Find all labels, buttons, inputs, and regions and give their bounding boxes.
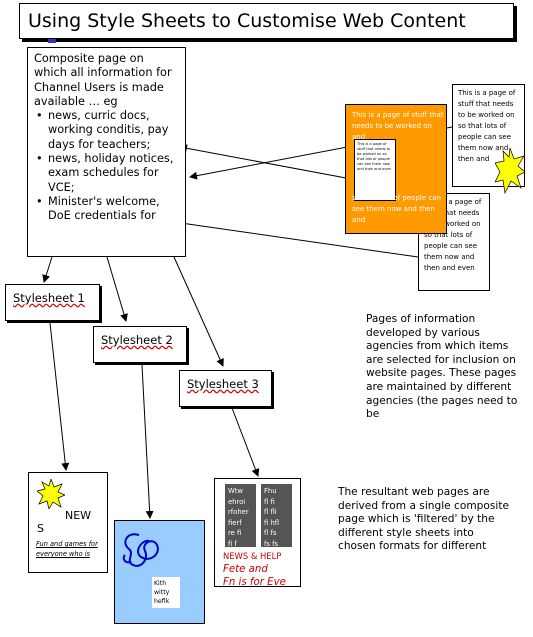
- orange-page-text-bottom: so that lots of people can see them now …: [352, 194, 441, 224]
- orange-page-text-top: This is a page of stuff that needs to be…: [352, 111, 444, 141]
- composite-list: news, curric docs, working conditis, pay…: [34, 109, 179, 223]
- composite-intro: Composite page on which all information …: [34, 52, 172, 108]
- news-heading-part1: NEW: [65, 509, 92, 522]
- column-line: fs fs: [264, 539, 279, 548]
- source-page-b-text: This is a page of stuff that needs to be…: [424, 198, 482, 272]
- dark-column-left: Wtw ehroi rfoher fierf re fi fi f: [225, 484, 256, 548]
- stylesheet-1-box: Stylesheet 1: [5, 284, 100, 321]
- sun-burst-icon: [37, 479, 65, 509]
- title-box: Using Style Sheets to Customise Web Cont…: [19, 3, 514, 39]
- arrow-composite-to-ss3: [173, 256, 224, 367]
- column-line: rfoher: [228, 508, 249, 516]
- column-line: fi hfl: [264, 518, 280, 527]
- fete-line-1: Fete and: [223, 564, 268, 575]
- arrow-ss3-to-out3: [231, 407, 260, 477]
- column-line: fl fli: [264, 508, 277, 516]
- arrow-ss2-to-out2: [141, 364, 154, 519]
- stylesheet-3-box: Stylesheet 3: [179, 370, 272, 407]
- column-line: re fi: [228, 529, 242, 537]
- output-page-2: Kith witty heflk: [114, 520, 205, 624]
- source-page-orange: This is a page of stuff that needs to be…: [345, 104, 447, 234]
- fete-text: Fete and Fn is for Eve: [223, 563, 286, 589]
- scribble-icon: [122, 533, 159, 567]
- column-line: ehroi: [228, 497, 246, 506]
- output-page-3: Wtw ehroi rfoher fierf re fi fi f Fhu fl…: [214, 478, 301, 589]
- resultant-note: The resultant web pages are derived from…: [338, 486, 509, 553]
- fete-line-2: Fn is for Eve: [223, 577, 286, 588]
- composite-item: news, curric docs, working conditis, pay…: [36, 109, 179, 152]
- arrow-composite-to-ss1: [42, 256, 53, 283]
- column-line: fl fs: [264, 529, 277, 537]
- arrow-pageB-to-composite: [159, 217, 419, 258]
- column-line: fl fi: [264, 497, 275, 506]
- arrow-composite-to-ss2: [106, 256, 128, 322]
- output-page-1: NEW S Fun and games for everyone who is: [28, 472, 108, 573]
- news-heading-part2: S: [37, 522, 44, 535]
- arrow-ss1-to-out1: [49, 322, 70, 471]
- source-page-b: This is a page of stuff that needs to be…: [418, 193, 490, 291]
- orange-page-inner: This is a page of stuff that needs to be…: [354, 139, 396, 201]
- arrow-orange-to-composite: [179, 144, 347, 179]
- sun-burst-icon: [495, 148, 525, 194]
- news-help-heading: NEWS & HELP: [223, 551, 282, 561]
- orange-inner-text: This is a page of stuff that needs to be…: [357, 142, 391, 171]
- composite-item: Minister's welcome, DoE credentials for: [36, 195, 179, 224]
- composite-page-box: Composite page on which all information …: [27, 47, 186, 257]
- column-line: Fhu: [264, 487, 277, 495]
- stylesheet-3-label: Stylesheet 3: [187, 377, 259, 391]
- fun-text: Fun and games for everyone who is: [36, 540, 98, 558]
- column-line: Wtw: [228, 487, 243, 495]
- column-line: fi f: [228, 539, 237, 548]
- agencies-note: Pages of information developed by variou…: [366, 313, 518, 421]
- output-page-2-text: Kith witty heflk: [152, 577, 180, 608]
- column-line: fierf: [228, 518, 242, 527]
- stylesheet-2-label: Stylesheet 2: [101, 333, 173, 347]
- stylesheet-1-label: Stylesheet 1: [13, 291, 85, 305]
- page-title: Using Style Sheets to Customise Web Cont…: [28, 10, 466, 32]
- dark-column-right: Fhu fl fi fl fli fi hfl fl fs fs fs: [261, 484, 292, 548]
- title-marker: [48, 39, 56, 43]
- stylesheet-2-box: Stylesheet 2: [93, 326, 187, 363]
- source-page-a-text: This is a page of stuff that needs to be…: [458, 89, 516, 163]
- composite-item: news, holiday notices, exam schedules fo…: [36, 152, 179, 195]
